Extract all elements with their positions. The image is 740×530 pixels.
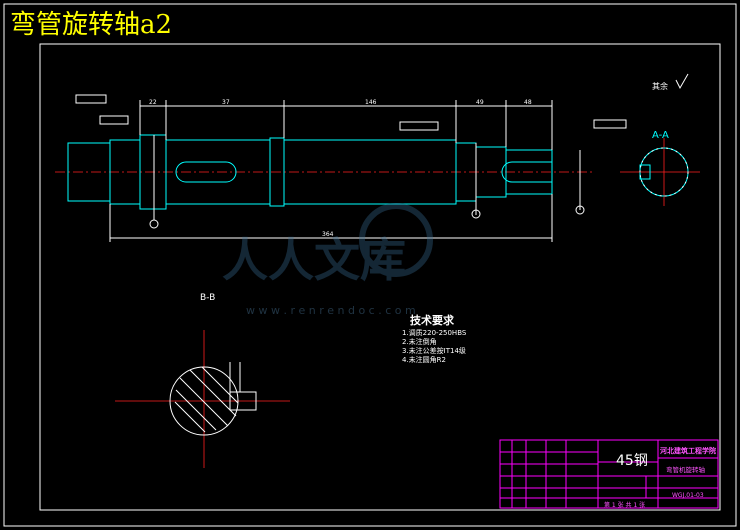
school-name: 河北建筑工程学院 <box>660 446 716 455</box>
datum-b <box>471 209 481 219</box>
datum-c <box>575 205 585 215</box>
part-name: 弯管机旋转轴 <box>666 465 706 474</box>
tech-req-item-3: 3.未注公差按IT14级 <box>402 346 466 355</box>
dim-146: 146 <box>365 99 377 106</box>
section-bb-label: B-B <box>200 293 215 303</box>
shaft-main-view <box>55 134 595 220</box>
dim-37: 37 <box>222 99 230 106</box>
section-aa-label: A-A <box>652 130 669 141</box>
tech-req-item-1: 1.调质220-250HBS <box>402 328 467 337</box>
dim-22: 22 <box>149 99 157 106</box>
dimension-lines <box>75 94 627 242</box>
sheet-info: 第 1 张 共 1 张 <box>604 501 645 509</box>
keyway-slot-end <box>501 161 552 183</box>
dim-overall: 364 <box>322 231 334 238</box>
outer-frame <box>3 3 737 527</box>
drawing-number: WGJ.01-03 <box>672 492 704 499</box>
watermark-url: w w w . r e n r e n d o c . c o m <box>246 304 416 317</box>
material-text: 45钢 <box>616 453 648 469</box>
keyway-slot <box>175 161 237 183</box>
tech-req-item-2: 2.未注倒角 <box>402 337 437 346</box>
watermark: 人人文库 w w w . r e n r e n d o c . c o m <box>222 203 433 317</box>
drawing-border <box>39 43 721 511</box>
watermark-main: 人人文库 <box>222 233 406 287</box>
roughness-symbol <box>675 73 689 90</box>
datum-a <box>149 219 159 229</box>
title-block <box>499 439 719 509</box>
tech-req-item-4: 4.未注圆角R2 <box>402 355 446 364</box>
roughness-note: 其余 <box>652 81 668 91</box>
dim-49: 49 <box>476 99 484 106</box>
drawing-title: 弯管旋转轴a2 <box>10 10 173 40</box>
dim-48: 48 <box>524 99 532 106</box>
section-aa-view <box>620 138 700 206</box>
tech-req-heading: 技术要求 <box>410 313 455 327</box>
section-bb-view <box>115 330 290 468</box>
